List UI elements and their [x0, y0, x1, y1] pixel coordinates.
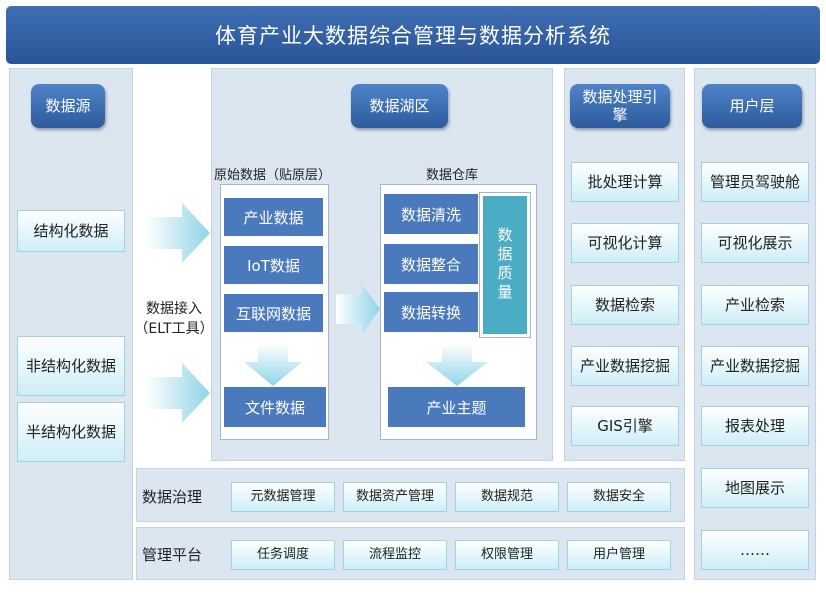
- industry-data-box: 产业数据: [224, 198, 323, 236]
- arrow-right-icon: [146, 363, 210, 423]
- user-item-visual-display: 可视化展示: [701, 223, 809, 263]
- platform-item-permission: 权限管理: [455, 540, 559, 570]
- user-item-map: 地图展示: [701, 468, 809, 508]
- governance-label: 数据治理: [142, 488, 203, 506]
- data-cleaning-box: 数据清洗: [384, 194, 478, 234]
- unstructured-data-box: 非结构化数据: [17, 336, 125, 396]
- arrow-down-icon: [244, 344, 302, 386]
- ingest-label-line1: 数据接入: [146, 301, 202, 317]
- engine-item-visual-compute: 可视化计算: [571, 223, 679, 263]
- engine-item-batch: 批处理计算: [571, 162, 679, 202]
- data-source-panel: [9, 68, 133, 580]
- governance-item-security: 数据安全: [567, 482, 671, 512]
- data-source-header: 数据源: [31, 84, 105, 128]
- file-data-box: 文件数据: [224, 387, 326, 427]
- arrow-right-icon: [146, 203, 210, 263]
- iot-data-box: IoT数据: [224, 246, 323, 284]
- semistructured-data-box: 半结构化数据: [17, 402, 125, 462]
- data-quality-label: 数据质量: [495, 227, 514, 303]
- user-item-search: 产业检索: [701, 285, 809, 325]
- ingest-arrows: [146, 203, 210, 423]
- governance-item-metadata: 元数据管理: [231, 482, 335, 512]
- engine-item-retrieval: 数据检索: [571, 285, 679, 325]
- page-title: 体育产业大数据综合管理与数据分析系统: [6, 6, 820, 64]
- governance-item-standard: 数据规范: [455, 482, 559, 512]
- data-transform-box: 数据转换: [384, 292, 478, 332]
- user-item-report: 报表处理: [701, 406, 809, 446]
- warehouse-title: 数据仓库: [426, 168, 479, 183]
- warehouse-arrow: [426, 344, 488, 386]
- user-item-more: ……: [701, 530, 809, 570]
- user-item-mining: 产业数据挖掘: [701, 346, 809, 386]
- user-item-cockpit: 管理员驾驶舱: [701, 162, 809, 202]
- structured-data-box: 结构化数据: [17, 210, 125, 252]
- platform-item-scheduling: 任务调度: [231, 540, 335, 570]
- arrow-right-icon: [336, 284, 380, 334]
- user-header: 用户层: [702, 84, 802, 128]
- platform-label: 管理平台: [142, 546, 203, 564]
- raw-data-title: 原始数据（贴原层）: [214, 168, 332, 183]
- data-lake-header: 数据湖区: [351, 84, 448, 128]
- ingest-label-line2: （ELT工具）: [134, 321, 214, 337]
- engine-header: 数据处理引擎: [570, 84, 670, 128]
- governance-item-asset: 数据资产管理: [343, 482, 447, 512]
- industry-topic-box: 产业主题: [388, 387, 525, 427]
- arrow-down-icon: [426, 344, 488, 386]
- engine-item-mining: 产业数据挖掘: [571, 346, 679, 386]
- engine-item-gis: GIS引擎: [571, 406, 679, 446]
- internet-data-box: 互联网数据: [224, 294, 323, 332]
- raw-arrows: [244, 284, 380, 386]
- engine-panel: [564, 68, 685, 461]
- platform-item-user-mgmt: 用户管理: [567, 540, 671, 570]
- platform-item-monitoring: 流程监控: [343, 540, 447, 570]
- data-quality-box: 数据质量: [483, 196, 527, 334]
- data-integration-box: 数据整合: [384, 244, 478, 284]
